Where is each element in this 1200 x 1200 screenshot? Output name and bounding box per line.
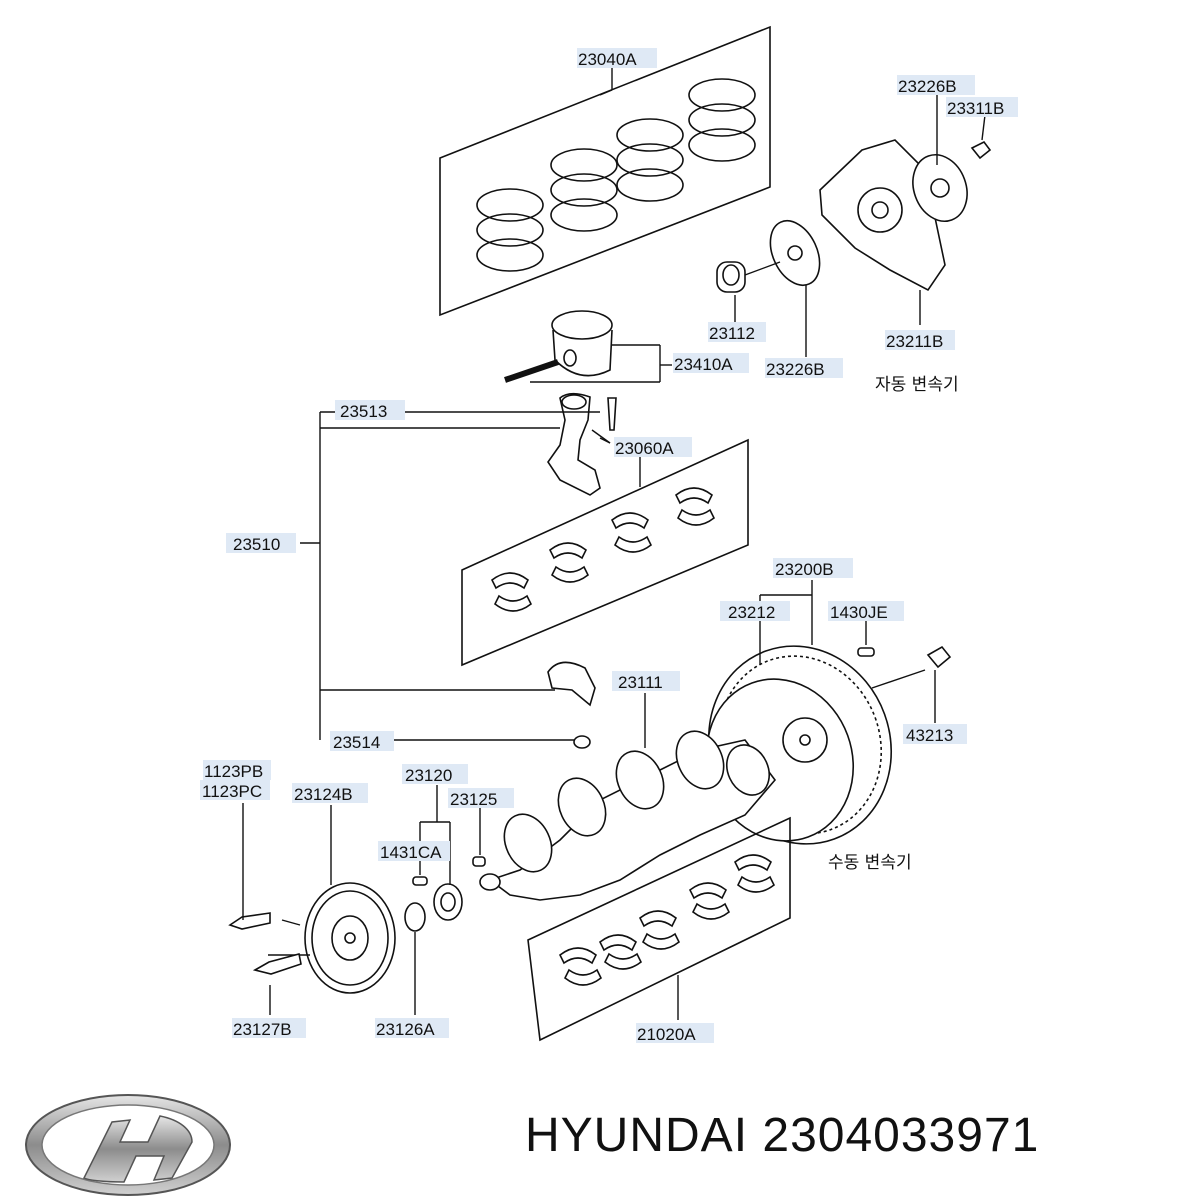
label-23311B: 23311B — [947, 99, 1004, 118]
label-manual-transmission: 수동 변속기 — [828, 853, 912, 873]
label-23510: 23510 — [233, 535, 280, 554]
label-23513: 23513 — [340, 402, 387, 421]
label-23060A: 23060A — [615, 439, 674, 458]
crankshaft-pulley-illustration — [268, 785, 463, 1015]
label-23212: 23212 — [728, 603, 775, 622]
label-1123PB: 1123PB — [204, 762, 263, 781]
label-23126A: 23126A — [376, 1020, 435, 1039]
rod-bearing-panel-illustration — [461, 438, 749, 667]
connecting-rod-illustration — [300, 392, 617, 740]
part-callouts: 23040A 23226B 23311B 23112 23226B 23211B… — [200, 48, 1018, 1044]
label-23200B: 23200B — [775, 560, 834, 579]
label-1431CA: 1431CA — [380, 843, 442, 862]
crankshaft-illustration — [472, 693, 777, 901]
piston-ring-set-illustration — [439, 25, 771, 317]
label-23124B: 23124B — [294, 785, 353, 804]
label-23410A: 23410A — [674, 355, 733, 374]
label-23040A: 23040A — [578, 50, 637, 69]
label-23226B-mid: 23226B — [766, 360, 825, 379]
pulley-bolts-illustration — [228, 803, 302, 1015]
label-23120: 23120 — [405, 766, 452, 785]
label-23111: 23111 — [618, 673, 663, 692]
rod-cap-illustration — [320, 661, 596, 749]
label-23226B-top: 23226B — [898, 77, 957, 96]
hyundai-logo-icon — [25, 1094, 231, 1196]
main-bearing-panel-illustration — [527, 816, 791, 1042]
label-23125: 23125 — [450, 790, 497, 809]
label-21020A: 21020A — [637, 1025, 696, 1044]
label-automatic-transmission: 자동 변속기 — [875, 375, 959, 395]
piston-illustration — [504, 310, 672, 383]
brand-name: HYUNDAI — [525, 1109, 749, 1162]
label-43213: 43213 — [906, 726, 953, 745]
label-23127B: 23127B — [233, 1020, 292, 1039]
label-1123PC: 1123PC — [202, 782, 262, 801]
label-1430JE: 1430JE — [830, 603, 888, 622]
label-23112: 23112 — [709, 324, 755, 343]
label-23211B: 23211B — [886, 332, 943, 351]
label-23514: 23514 — [333, 733, 380, 752]
part-number-caption: HYUNDAI 2304033971 — [525, 1108, 1039, 1163]
part-number: 2304033971 — [762, 1109, 1040, 1162]
drive-plate-illustration — [716, 88, 992, 357]
